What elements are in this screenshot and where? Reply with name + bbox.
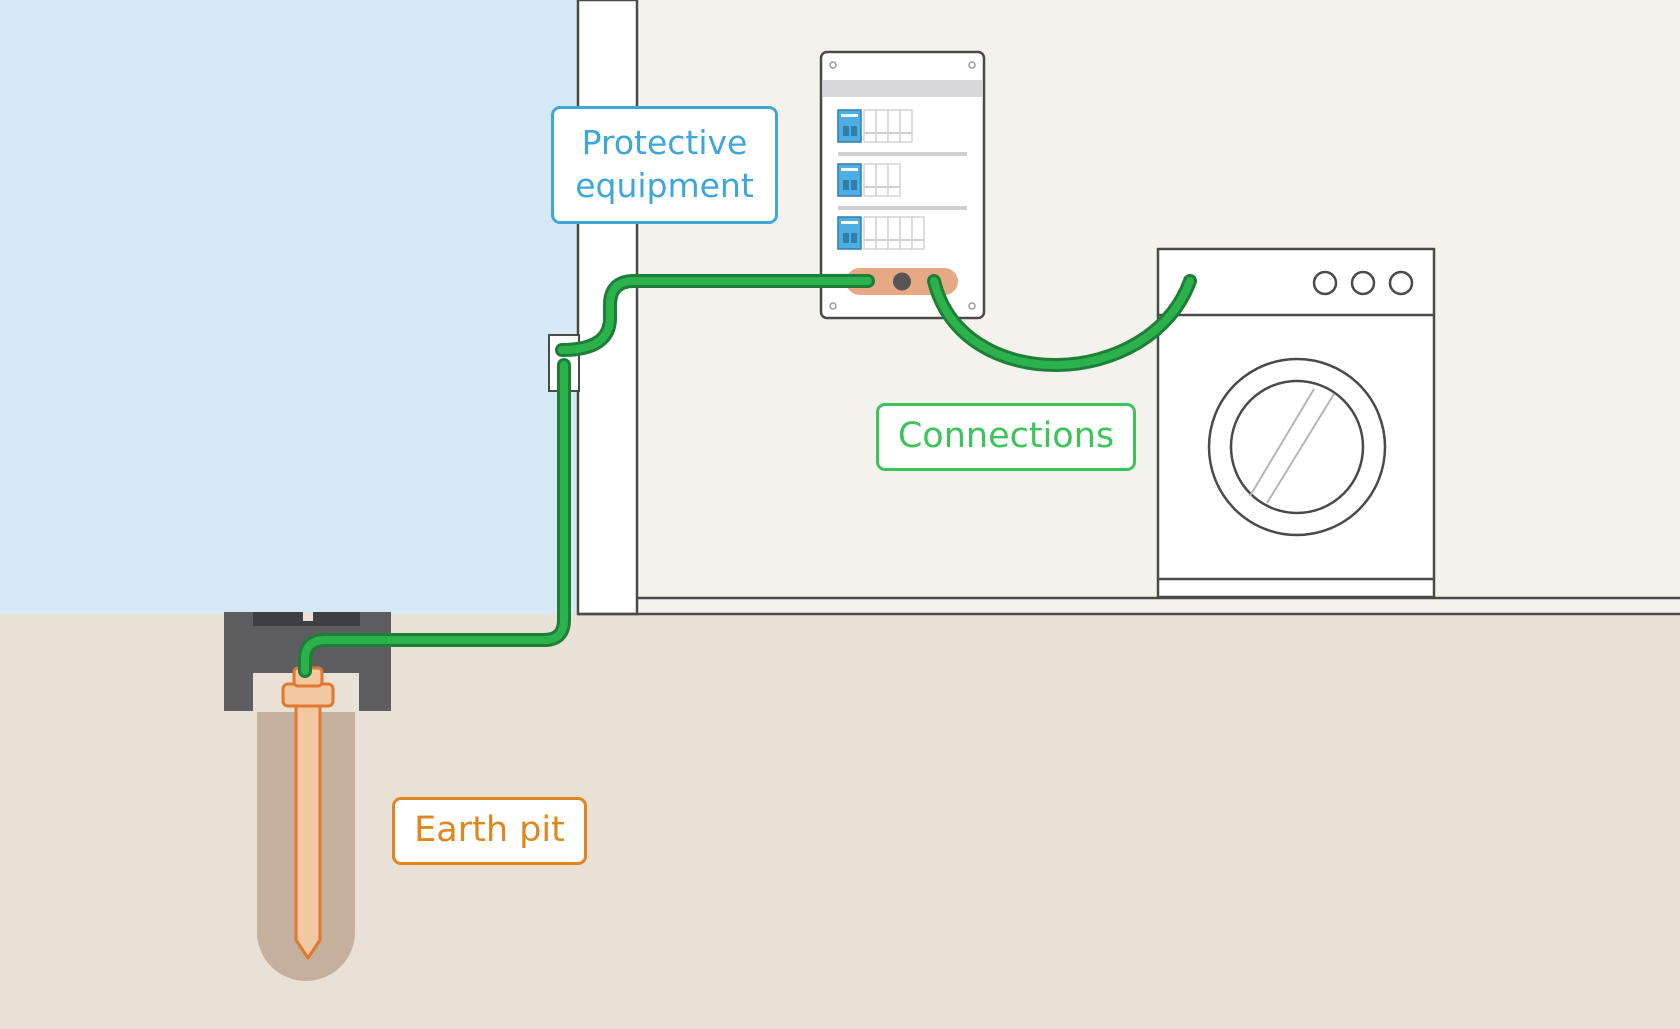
breaker-slot bbox=[863, 163, 877, 197]
wire-appliance bbox=[930, 277, 1194, 369]
earth-electrode-rod bbox=[294, 700, 322, 960]
breaker-rows bbox=[837, 109, 967, 250]
panel-screw bbox=[968, 61, 976, 69]
breaker-toggle bbox=[843, 180, 849, 190]
breaker-toggle bbox=[843, 126, 849, 136]
panel-header-strip bbox=[823, 80, 982, 97]
wire-main bbox=[301, 361, 568, 675]
room-interior bbox=[578, 0, 1680, 614]
washer-glass-glare bbox=[1266, 393, 1335, 504]
building bbox=[548, 0, 1680, 616]
breaker-slot bbox=[863, 216, 877, 250]
protective-equipment-label: Protective equipment bbox=[551, 106, 778, 224]
panel-screw bbox=[829, 302, 837, 310]
breaker-indicator bbox=[841, 114, 858, 117]
panel-screw bbox=[968, 302, 976, 310]
earth-pit-text: Earth pit bbox=[414, 810, 565, 851]
panel-screw bbox=[829, 61, 837, 69]
wire-upper bbox=[558, 277, 872, 354]
earth-pit-label: Earth pit bbox=[392, 797, 587, 865]
breaker-slot bbox=[887, 216, 901, 250]
breaker-toggle bbox=[851, 126, 857, 136]
washer-knob bbox=[1312, 270, 1338, 296]
breaker-slot bbox=[899, 216, 913, 250]
connections-label: Connections bbox=[876, 403, 1136, 471]
pit-cover-handle bbox=[303, 612, 313, 621]
breaker-slot bbox=[863, 109, 877, 143]
breaker-slot bbox=[911, 216, 925, 250]
breaker-toggle bbox=[851, 180, 857, 190]
breaker-indicator bbox=[841, 221, 858, 224]
breaker-slot bbox=[875, 216, 889, 250]
washer-glass-glare bbox=[1249, 388, 1315, 497]
breaker-toggle bbox=[843, 233, 849, 243]
earth-bar-terminal bbox=[893, 272, 911, 291]
breaker-slot bbox=[899, 109, 913, 143]
earthing-wires bbox=[298, 274, 1197, 678]
protective-equipment-text: Protective equipment bbox=[575, 123, 754, 205]
breaker-slot bbox=[887, 109, 901, 143]
washer-knob bbox=[1350, 270, 1376, 296]
breaker-slot bbox=[875, 163, 889, 197]
breaker-slot bbox=[875, 109, 889, 143]
breaker-slot bbox=[887, 163, 901, 197]
washer-door-inner bbox=[1229, 379, 1365, 515]
connections-text: Connections bbox=[897, 416, 1115, 457]
distribution-board bbox=[819, 50, 986, 320]
washer-knob bbox=[1388, 270, 1414, 296]
washing-machine bbox=[1156, 247, 1436, 599]
breaker-toggle bbox=[851, 233, 857, 243]
breaker-indicator bbox=[841, 168, 858, 171]
